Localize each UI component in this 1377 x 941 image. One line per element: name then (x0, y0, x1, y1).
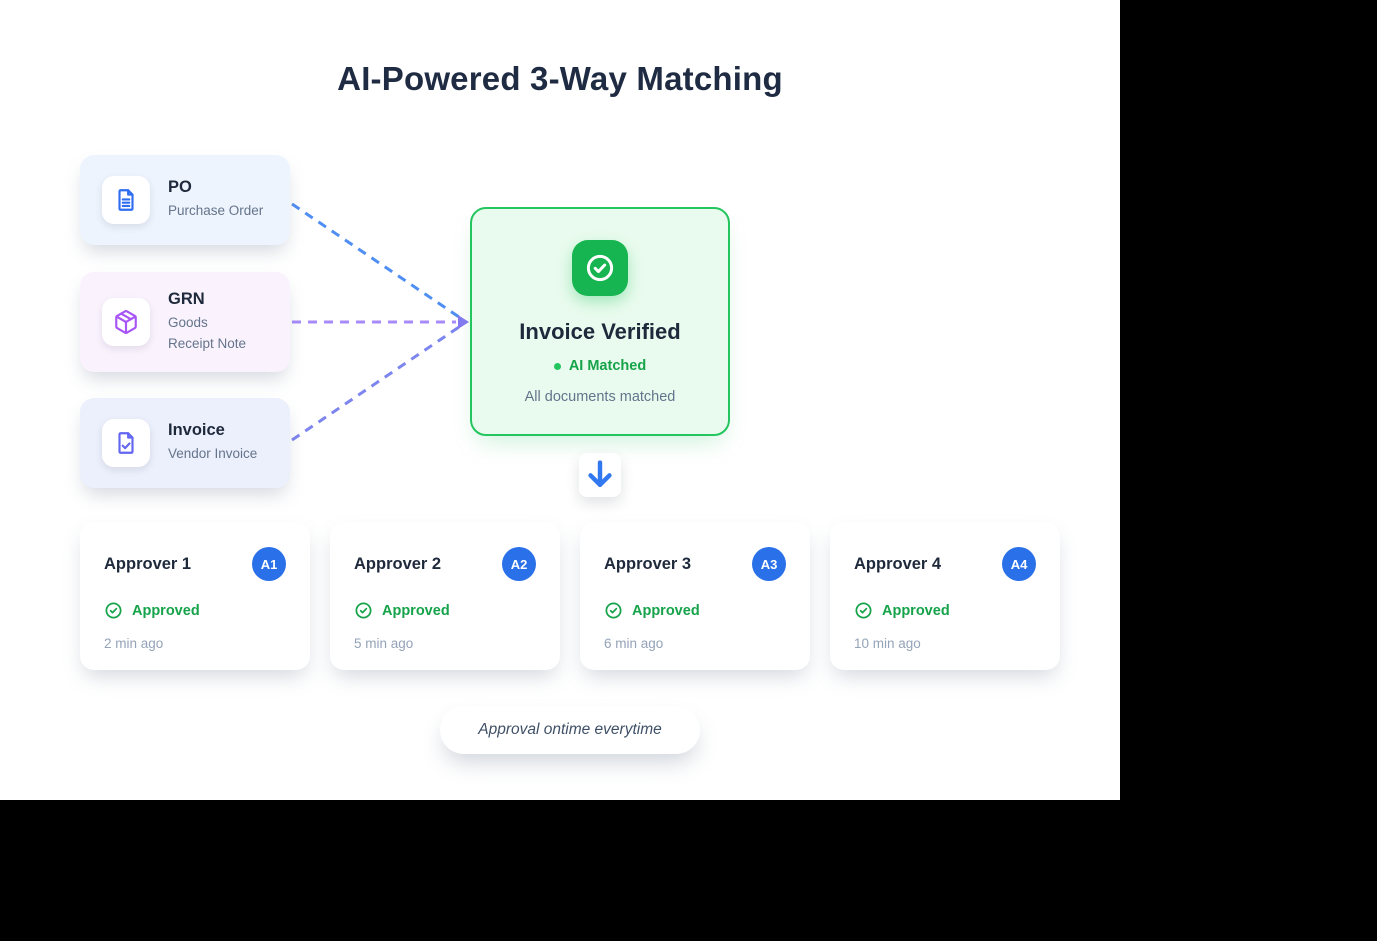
approved-status: Approved (104, 601, 286, 620)
document-icon (118, 189, 134, 211)
package-icon-tile (102, 298, 150, 346)
approver-time: 10 min ago (854, 636, 921, 651)
source-card-invoice: Invoice Vendor Invoice (80, 398, 290, 488)
approved-status: Approved (854, 601, 1036, 620)
page-title: AI-Powered 3-Way Matching (337, 60, 783, 97)
approver-time: 2 min ago (104, 636, 164, 651)
invoice-check-icon-tile (102, 419, 150, 467)
invoice-verified-card: Invoice Verified AI Matched All document… (470, 207, 730, 436)
ai-matched-label: AI Matched (568, 358, 647, 374)
approver-name: Approver 4 (854, 554, 942, 573)
approver-name: Approver 1 (104, 554, 192, 573)
diagram-stage: AI-Powered 3-Way Matching PO Purchase Or… (0, 0, 1120, 800)
connector-invoice-line (291, 323, 463, 442)
verified-note: All documents matched (524, 389, 676, 405)
approver-name: Approver 2 (354, 554, 442, 573)
check-icon (605, 602, 622, 619)
approver-card-3: Approver 3 A3 Approved 6 min ago (580, 522, 810, 670)
approved-label: Approved (632, 602, 700, 619)
approver-time: 5 min ago (354, 636, 414, 651)
approver-card-4: Approver 4 A4 Approved 10 min ago (830, 522, 1060, 670)
approved-label: Approved (382, 602, 450, 619)
check-circle-icon-tile (572, 240, 628, 296)
approved-status: Approved (354, 601, 536, 620)
ai-matched-dot (553, 362, 561, 370)
approver-card-1: Approver 1 A1 Approved 2 min ago (80, 522, 310, 670)
connector-arrowhead-icon (458, 315, 469, 329)
check-icon (855, 602, 872, 619)
check-icon (105, 602, 122, 619)
approver-avatar: A2 (502, 547, 536, 581)
check-circle-icon (586, 254, 614, 282)
down-arrow-box (579, 453, 621, 497)
approved-label: Approved (882, 602, 950, 619)
approver-avatar: A4 (1002, 547, 1036, 581)
source-subtitle: Vendor Invoice (168, 446, 258, 462)
approver-avatar: A1 (252, 547, 286, 581)
approver-time: 6 min ago (604, 636, 664, 651)
approved-label: Approved (132, 602, 200, 619)
package-icon (115, 310, 137, 334)
connector-po-line (291, 202, 463, 321)
source-card-po: PO Purchase Order (80, 155, 290, 245)
tagline-text: Approval ontime everytime (478, 721, 662, 738)
approver-card-2: Approver 2 A2 Approved 5 min ago (330, 522, 560, 670)
check-icon (355, 602, 372, 619)
source-subtitle: Purchase Order (168, 203, 264, 219)
source-subtitle: Goods Receipt Note (168, 315, 247, 351)
verified-title: Invoice Verified (519, 319, 681, 344)
source-title: GRN (168, 290, 205, 309)
approver-name: Approver 3 (604, 554, 692, 573)
approved-status: Approved (604, 601, 786, 620)
invoice-check-icon (118, 432, 134, 454)
down-arrow-icon (588, 460, 612, 488)
source-card-grn: GRN Goods Receipt Note (80, 272, 290, 372)
source-title: Invoice (168, 421, 225, 440)
ai-matched-badge: AI Matched (553, 358, 647, 374)
tagline-pill: Approval ontime everytime (440, 706, 700, 754)
source-title: PO (168, 178, 192, 197)
approver-avatar: A3 (752, 547, 786, 581)
document-icon-tile (102, 176, 150, 224)
